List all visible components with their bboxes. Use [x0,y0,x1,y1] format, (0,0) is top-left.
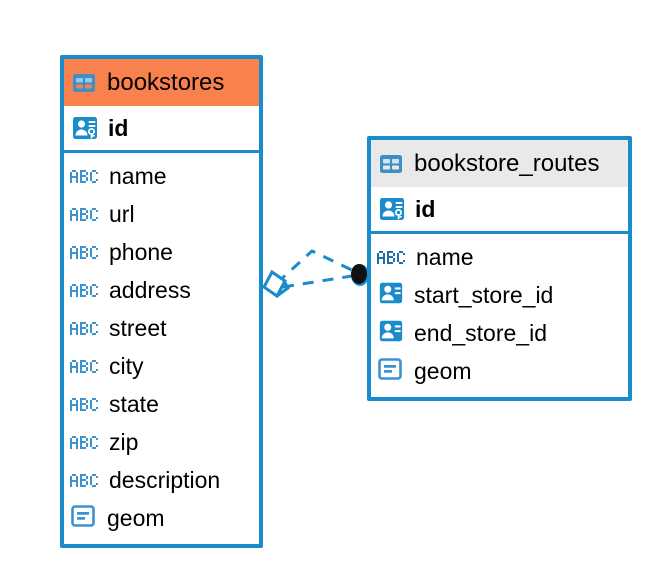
primary-key-icon [73,117,97,139]
text-abc-icon [70,389,100,419]
diamond-marker [262,269,290,299]
field-row[interactable]: address [70,271,253,309]
field-label: geom [107,504,165,531]
field-row[interactable]: start_store_id [377,276,622,314]
field-label: address [109,276,191,303]
field-row[interactable]: name [377,238,622,276]
field-row[interactable]: geom [70,499,253,537]
field-label: phone [109,238,173,265]
text-abc-icon [70,275,100,305]
field-row[interactable]: city [70,347,253,385]
entity-title-label: bookstore_routes [414,149,600,177]
field-label: start_store_id [414,281,554,308]
foreign-key-icon [377,318,405,349]
text-abc-icon [70,351,100,381]
field-label: url [109,200,135,227]
foreign-key-icon [377,280,405,311]
field-row[interactable]: street [70,309,253,347]
geometry-icon [377,356,405,387]
primary-key-icon [380,198,404,220]
table-icon [73,73,95,92]
text-abc-icon [377,242,407,272]
primary-key-label: id [108,114,129,141]
primary-key-label: id [415,195,436,222]
field-label: name [416,243,474,270]
text-abc-icon [70,161,100,191]
text-abc-icon [70,465,100,495]
field-row[interactable]: url [70,195,253,233]
entity-header-bookstore-routes[interactable]: bookstore_routes [371,140,628,187]
field-label: state [109,390,159,417]
field-row[interactable]: geom [377,352,622,390]
field-row[interactable]: state [70,385,253,423]
entity-title-label: bookstores [107,68,225,96]
field-row[interactable]: name [70,157,253,195]
field-label: name [109,162,167,189]
relationship-line-straight [282,274,353,289]
text-abc-icon [70,427,100,457]
field-row[interactable]: end_store_id [377,314,622,352]
field-row[interactable]: description [70,461,253,499]
entity-table-bookstore-routes[interactable]: bookstore_routes id [367,136,632,401]
field-label: geom [414,357,472,384]
field-label: street [109,314,167,341]
field-label: zip [109,428,139,455]
primary-key-row[interactable]: id [371,187,628,234]
primary-key-row[interactable]: id [64,106,259,153]
field-row[interactable]: zip [70,423,253,461]
entity-table-bookstores[interactable]: bookstores id [60,55,263,548]
text-abc-icon [70,313,100,343]
field-label: city [109,352,144,379]
field-label: end_store_id [414,319,547,346]
field-row[interactable]: phone [70,233,253,271]
entity-header-bookstores[interactable]: bookstores [64,59,259,106]
table-icon [380,154,402,173]
field-label: description [109,466,221,493]
field-list: name start_store_id [371,234,628,397]
text-abc-icon [70,237,100,267]
relationship-line-arc [275,249,355,285]
text-abc-icon [70,199,100,229]
geometry-icon [70,503,98,534]
field-list: name [64,153,259,544]
